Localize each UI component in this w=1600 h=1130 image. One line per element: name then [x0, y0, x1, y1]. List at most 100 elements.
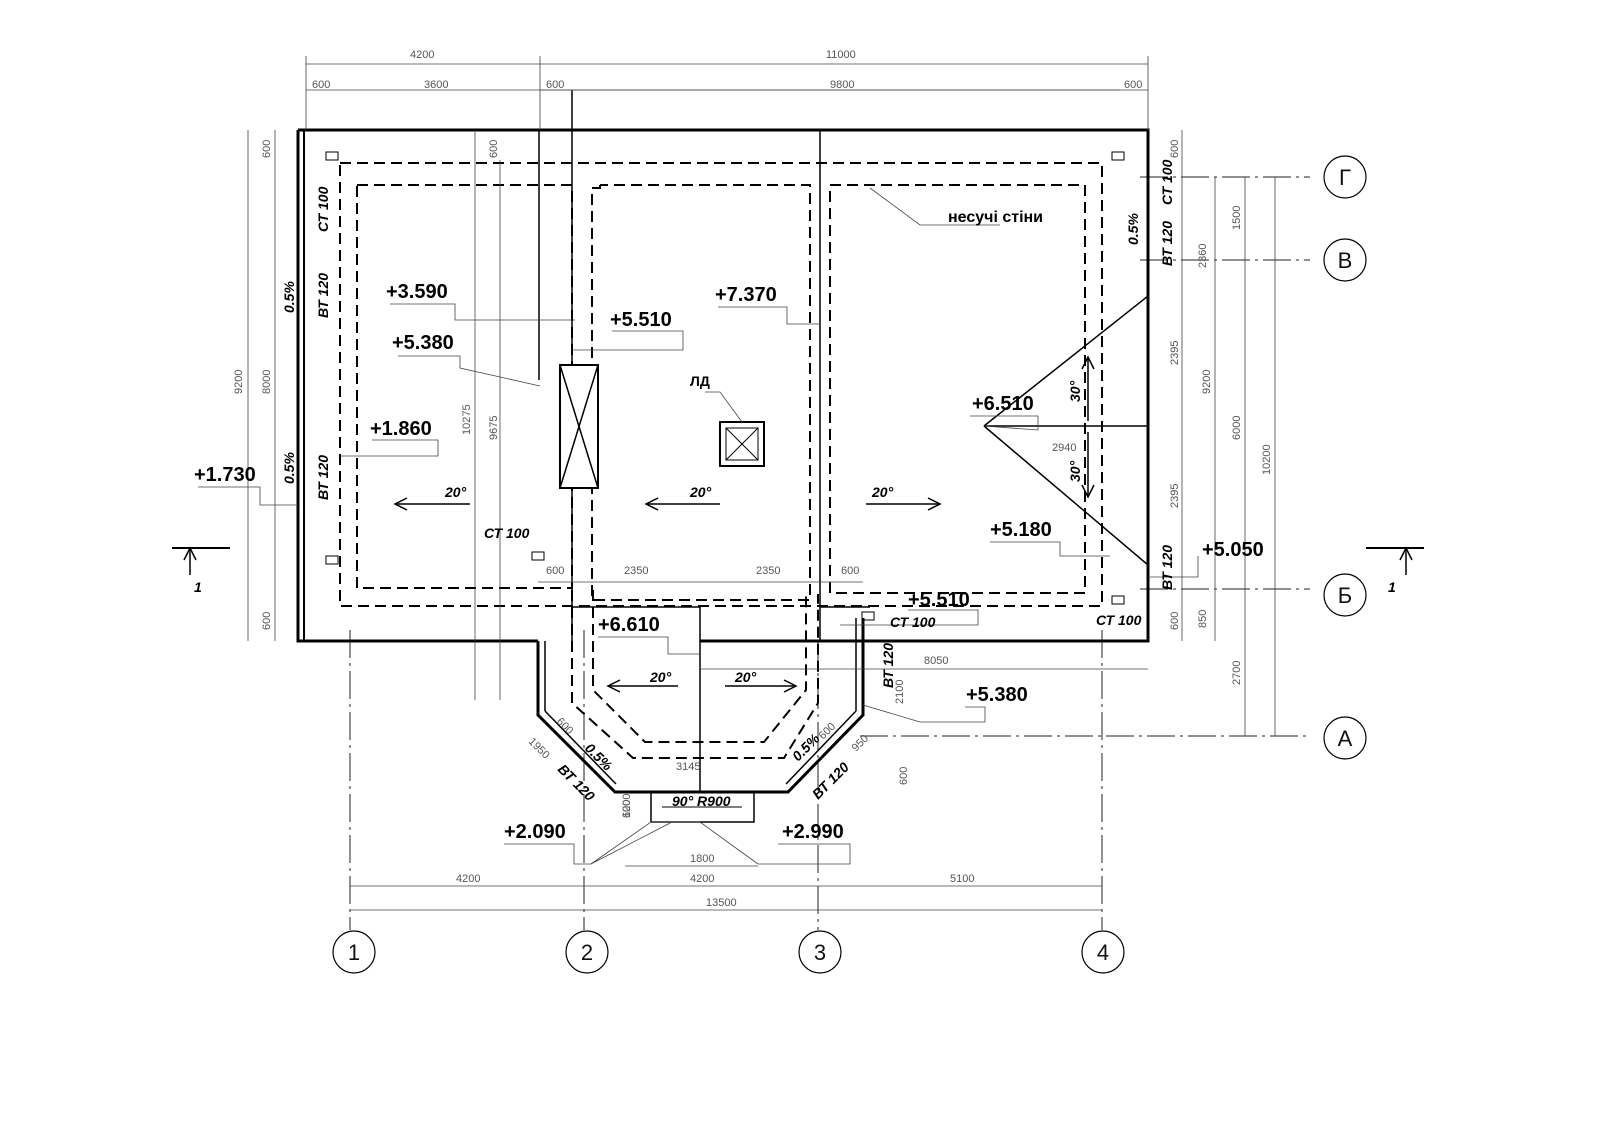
dim-right: 9200: [1201, 370, 1213, 394]
dim-right: 2940: [1052, 442, 1076, 454]
slope-pitch: 20°: [649, 669, 672, 685]
level-label: +7.370: [715, 284, 777, 306]
downpipe-label: ВТ 120: [315, 273, 331, 318]
axis-bubble: 1: [332, 930, 376, 974]
section-label: 1: [1388, 579, 1396, 595]
dim-left: 9675: [488, 416, 500, 440]
slope-pitch: 20°: [871, 484, 894, 500]
level-label: +5.380: [966, 684, 1028, 706]
bay-window-base: 90° R900: [590, 791, 759, 865]
dim-right: 2395: [1169, 484, 1181, 508]
dim-left: 10275: [461, 404, 473, 435]
dim-right: 2395: [1169, 341, 1181, 365]
level-label: +2.990: [782, 821, 844, 843]
dim-bottom: 13500: [706, 897, 737, 909]
level-label: +5.510: [908, 589, 970, 611]
dim-bottom: 5100: [950, 873, 974, 885]
dim-bay: 600: [621, 800, 633, 818]
load-walls-label: несучі стіни: [948, 209, 1043, 226]
dim-right: 6000: [1231, 416, 1243, 440]
axis-bubble-label: В: [1338, 248, 1353, 273]
axis-bubble: Г: [1323, 155, 1367, 199]
downpipe-label: ВТ 120: [315, 455, 331, 500]
section-marks: 1 1: [172, 546, 1424, 595]
level-label: +1.730: [194, 464, 256, 486]
dim-right: 1500: [1231, 206, 1243, 230]
dim-bay: 2350: [624, 565, 648, 577]
dim-bay: 600: [841, 565, 859, 577]
dimension-texts: 4200 11000 600 3600 600 9800 600 600 920…: [233, 49, 1273, 909]
dim-left: 600: [261, 612, 273, 630]
axis-bubble: Б: [1323, 573, 1367, 617]
dim-bay: 600: [898, 767, 910, 785]
level-label: +5.380: [392, 332, 454, 354]
axis-bubble-label: 4: [1097, 940, 1109, 965]
axis-bubble: 4: [1081, 930, 1125, 974]
axis-bubble: 2: [565, 930, 609, 974]
slope-label: 0.5%: [281, 452, 297, 484]
dim-right: 600: [1169, 612, 1181, 630]
axis-bubble-label: 1: [348, 940, 360, 965]
dim-top: 11000: [826, 49, 856, 61]
axis-bubble-label: 3: [814, 940, 826, 965]
slope-pitch: 20°: [734, 669, 757, 685]
dim-left: 9200: [233, 370, 245, 394]
gutter-label: СТ 100: [484, 525, 530, 541]
dim-right: 600: [1169, 140, 1181, 158]
dim-top: 4200: [410, 49, 434, 61]
dim-left: 600: [488, 140, 500, 158]
dim-bay: 600: [546, 565, 564, 577]
dim-left: 8000: [261, 370, 273, 394]
dim-bay: 8050: [924, 655, 948, 667]
level-label: +5.050: [1202, 539, 1264, 561]
slope-pitch: 20°: [689, 484, 712, 500]
level-label: +6.510: [972, 393, 1034, 415]
slope-pitch: 20°: [444, 484, 467, 500]
level-label: +5.510: [610, 309, 672, 331]
dim-bay: 1800: [690, 853, 714, 865]
axis-bubble-label: 2: [581, 940, 593, 965]
hatch-label: ЛД: [690, 373, 710, 389]
axis-bubble: 3: [798, 930, 842, 974]
section-label: 1: [194, 579, 202, 595]
slope-label: 0.5%: [1125, 213, 1141, 245]
dim-bottom: 4200: [690, 873, 714, 885]
dim-top: 9800: [830, 79, 854, 91]
axis-bubble-label: А: [1338, 726, 1353, 751]
chimney: [559, 364, 599, 489]
axis-bubble-label: Г: [1339, 165, 1351, 190]
load-walls-callout: несучі стіни: [869, 187, 1043, 226]
dim-bay: 1950: [526, 736, 552, 762]
dim-top: 600: [1124, 79, 1142, 91]
downpipe-label: ВТ 120: [880, 643, 896, 688]
slope-arrows: 20° 20° 20° 20° 20° 30° 30°: [393, 355, 1095, 693]
bay-window-radius: 90° R900: [672, 793, 731, 809]
dim-right: 850: [1197, 610, 1209, 628]
dim-bay: 2350: [756, 565, 780, 577]
level-labels: +3.590 +5.380 +5.510 +7.370 +1.860 +1.73…: [194, 281, 1264, 843]
dim-right: 2360: [1197, 244, 1209, 268]
gutter-label: СТ 100: [1096, 612, 1142, 628]
outer-walls: [296, 128, 1150, 794]
downpipe-label: ВТ 120: [1159, 221, 1175, 266]
gutter-label: СТ 100: [315, 186, 331, 232]
level-label: +2.090: [504, 821, 566, 843]
dim-top: 600: [546, 79, 564, 91]
level-leaders: [198, 303, 1199, 865]
downpipe-label: ВТ 120: [1159, 545, 1175, 590]
slope-pitch: 30°: [1067, 380, 1083, 402]
level-label: +5.180: [990, 519, 1052, 541]
level-label: +1.860: [370, 418, 432, 440]
dim-top: 3600: [424, 79, 448, 91]
dim-bottom: 4200: [456, 873, 480, 885]
dimension-lines: [247, 56, 1276, 911]
gutter-label: СТ 100: [890, 614, 936, 630]
gutter-label: СТ 100: [1159, 159, 1175, 205]
level-label: +6.610: [598, 614, 660, 636]
dim-bay: 1200: [621, 794, 633, 818]
roof-hatch: ЛД: [690, 373, 765, 467]
dim-right: 2700: [1231, 661, 1243, 685]
dim-top: 600: [312, 79, 330, 91]
axis-bubble: А: [1323, 716, 1367, 760]
